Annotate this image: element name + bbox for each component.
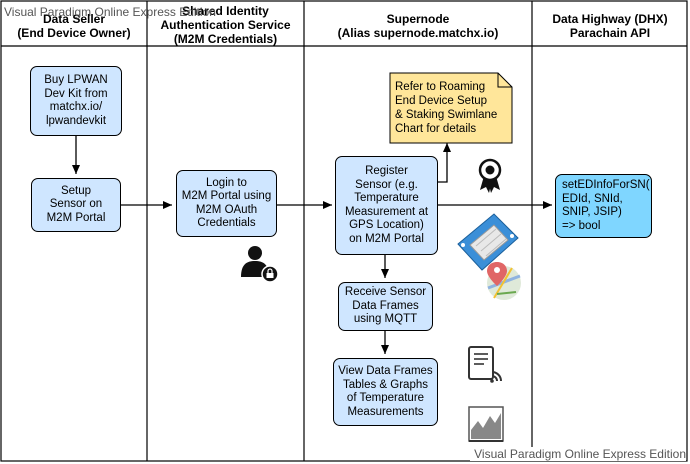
map-pin-icon: [487, 262, 521, 300]
document-icon: [468, 346, 502, 383]
view-frames-step[interactable]: View Data Frames Tables & Graphs of Temp…: [333, 358, 438, 426]
award-ribbon-icon: [478, 158, 502, 193]
login-step[interactable]: Login to M2M Portal using M2M OAuth Cred…: [176, 170, 277, 237]
sensor-board-icon: [457, 213, 519, 271]
lane-header-data-seller: Data Seller (End Device Owner): [17, 12, 131, 40]
lane-header-dhx-api: Data Highway (DHX) Parachain API: [552, 12, 668, 40]
note-text: Refer to Roaming End Device Setup & Stak…: [395, 81, 498, 135]
lane-header-supernode: Supernode (Alias supernode.matchx.io): [337, 12, 499, 40]
chart-icon: [468, 406, 504, 442]
receive-frames-step[interactable]: Receive Sensor Data Frames using MQTT: [338, 282, 433, 331]
api-call-step[interactable]: setEDInfoForSN( EDId, SNId, SNIP, JSIP) …: [555, 174, 652, 238]
watermark-top: Visual Paradigm Online Express Edition: [4, 5, 216, 19]
note-shape: [389, 72, 513, 144]
lane-header-identity-service: Shared Identity Authentication Service (…: [160, 4, 291, 46]
arrow-register-to-note: [438, 143, 451, 183]
watermark-bottom: Visual Paradigm Online Express Edition: [470, 447, 686, 461]
buy-kit-step[interactable]: Buy LPWAN Dev Kit from matchx.io/ lpwand…: [30, 66, 122, 136]
register-sensor-step[interactable]: Register Sensor (e.g. Temperature Measur…: [335, 156, 438, 255]
setup-sensor-step[interactable]: Setup Sensor on M2M Portal: [31, 178, 121, 232]
user-lock-icon: [241, 246, 279, 283]
